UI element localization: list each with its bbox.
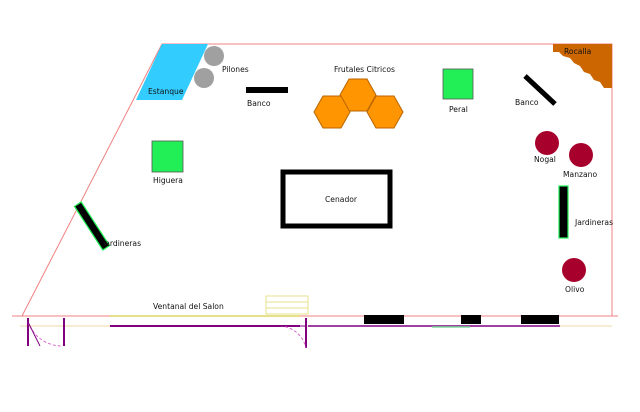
citrus-hex-2 bbox=[313, 95, 351, 129]
peral-square bbox=[442, 68, 474, 100]
pilon-1 bbox=[204, 46, 224, 66]
banco-left-label: Banco bbox=[247, 99, 271, 108]
estanque-label: Estanque bbox=[148, 87, 184, 96]
cenador-label: Cenador bbox=[325, 195, 358, 204]
estanque-pond bbox=[136, 44, 208, 100]
banco-right bbox=[523, 74, 557, 106]
peral-label: Peral bbox=[449, 105, 468, 114]
rocalla-label: Rocalla bbox=[564, 47, 591, 56]
nogal-tree bbox=[535, 131, 559, 155]
citrus-hex-3 bbox=[366, 95, 404, 129]
pilones-label: Pilones bbox=[222, 65, 249, 74]
banco-right-label: Banco bbox=[515, 98, 539, 107]
pillar-1 bbox=[364, 315, 404, 324]
jardineras-left-label: Jardineras bbox=[102, 239, 141, 248]
manzano-tree bbox=[569, 143, 593, 167]
rocalla-rocks bbox=[553, 44, 612, 88]
door-center bbox=[279, 318, 307, 349]
cenador-frame bbox=[280, 169, 393, 229]
jardineras-right-label: Jardineras bbox=[574, 218, 613, 227]
jardinera-left bbox=[73, 201, 111, 251]
ventanal-label: Ventanal del Salon bbox=[153, 302, 224, 311]
pillar-3 bbox=[521, 315, 559, 324]
pilon-2 bbox=[194, 68, 214, 88]
higuera-square bbox=[151, 140, 184, 173]
door-left bbox=[27, 318, 65, 347]
manzano-label: Manzano bbox=[563, 170, 597, 179]
nogal-label: Nogal bbox=[534, 155, 556, 164]
banco-left bbox=[246, 87, 288, 93]
frutales-label: Frutales Citricos bbox=[334, 65, 395, 74]
ventanal-steps bbox=[265, 295, 309, 315]
jardinera-right bbox=[558, 185, 569, 239]
higuera-label: Higuera bbox=[153, 176, 183, 185]
pillar-2 bbox=[461, 315, 481, 324]
olivo-label: Olivo bbox=[565, 285, 585, 294]
olivo-tree bbox=[562, 258, 586, 282]
garden-boundary bbox=[21, 43, 613, 317]
